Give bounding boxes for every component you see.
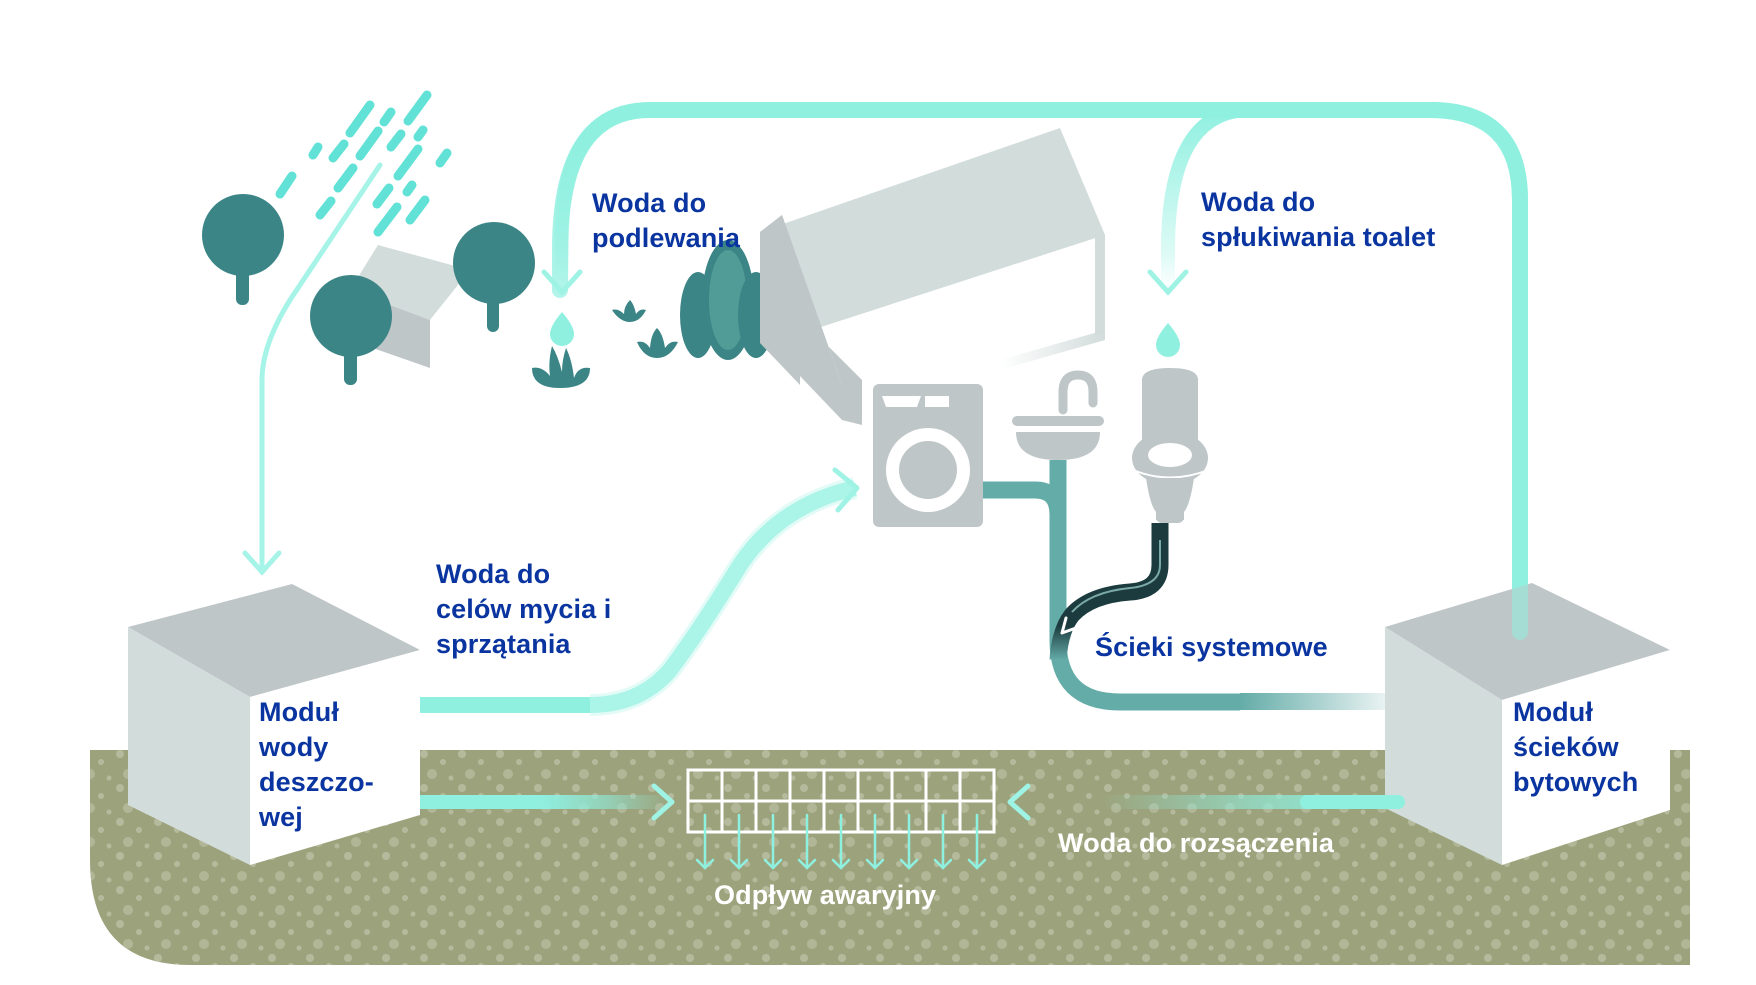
label-washing-cleaning-water: Woda do celów mycia i sprzątania [436, 559, 612, 659]
label-rainwater-module: Moduł wody deszczo- wej [259, 697, 374, 832]
label-irrigation-water: Woda do podlewania [592, 188, 741, 253]
drain-arrow-icon [695, 813, 715, 870]
drain-arrow-icon [729, 813, 749, 870]
plant-icon [532, 300, 678, 388]
water-drop-icon [550, 312, 574, 346]
tree-icon [202, 194, 284, 305]
infiltration-water-pipe [1007, 783, 1405, 821]
label-domestic-wastewater-module: Moduł ścieków bytowych [1513, 697, 1639, 797]
label-emergency-overflow: Odpływ awaryjny [714, 880, 937, 910]
drain-arrow-icon [933, 813, 953, 870]
toilet-icon [1132, 368, 1209, 523]
drain-arrow-icon [899, 813, 919, 870]
sink-icon [1012, 370, 1104, 460]
infiltration-drain-arrows [695, 813, 987, 870]
label-toilet-flushing-water: Woda do spłukiwania toalet [1201, 187, 1436, 252]
label-system-wastewater: Ścieki systemowe [1095, 632, 1328, 662]
house-icon [760, 128, 1105, 425]
system-wastewater-pipe [983, 460, 1417, 722]
shrub-icon [680, 240, 774, 360]
emergency-overflow-pipe [420, 783, 675, 821]
rain-icon [275, 90, 452, 237]
domestic-wastewater-module-tank [1385, 520, 1670, 865]
water-drop-icon [1156, 323, 1180, 357]
washing-cleaning-supply-pipe [420, 467, 860, 716]
drain-arrow-icon [831, 813, 851, 870]
irrigation-flush-supply-pipe [541, 102, 1528, 648]
washing-machine-icon [873, 384, 983, 527]
drain-arrow-icon [967, 813, 987, 870]
label-infiltration-water: Woda do rozsączenia [1058, 828, 1334, 858]
tree-icon [453, 222, 535, 332]
drain-arrow-icon [763, 813, 783, 870]
drain-arrow-icon [865, 813, 885, 870]
rain-to-module-pipe [242, 162, 383, 576]
rainwater-module-tank [128, 584, 420, 865]
tree-icon [310, 275, 392, 385]
drain-arrow-icon [797, 813, 817, 870]
